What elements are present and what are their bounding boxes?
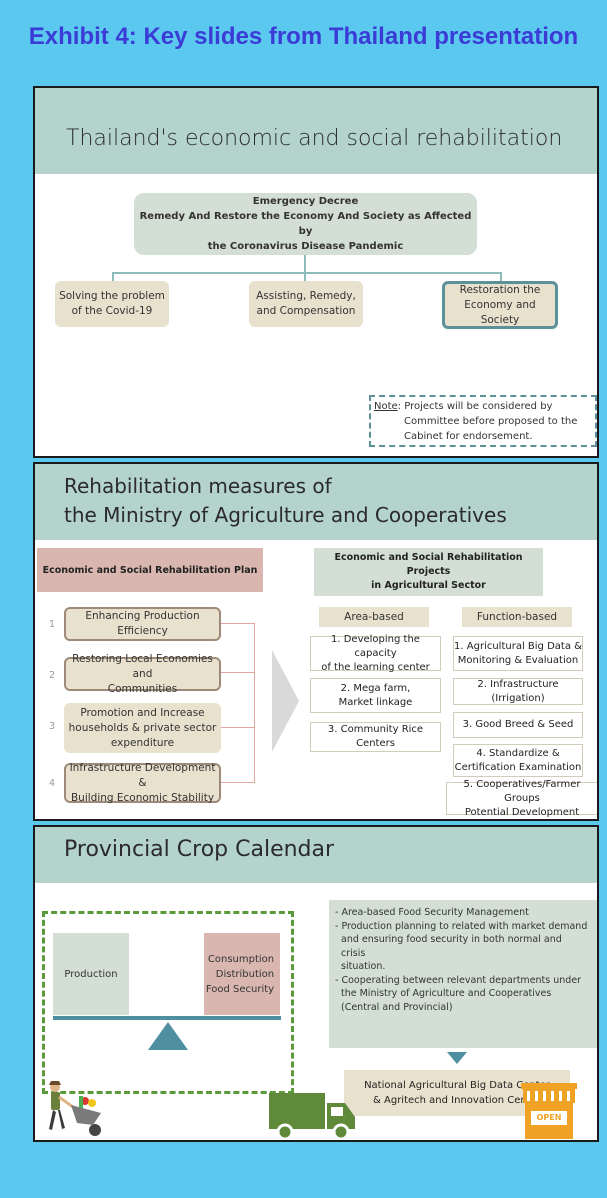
bracket-line [221,623,255,783]
projects-title: Economic and Social Rehabilitation Proje… [314,548,543,596]
production-box: Production [53,933,129,1015]
plan-number: 2 [49,670,56,681]
pillar-assisting-remedy: Assisting, Remedy,and Compensation [249,281,363,327]
food-security-panel: - Area-based Food Security Management - … [329,900,597,1048]
farmer-wheelbarrow-icon [49,1081,101,1136]
function-project: 4. Standardize &Certification Examinatio… [453,744,583,777]
area-project: 2. Mega farm,Market linkage [310,678,441,713]
area-based-heading: Area-based [319,607,429,627]
slide-title: Thailand's economic and social rehabilit… [35,88,597,174]
slide-title: Provincial Crop Calendar [35,827,597,883]
plan-title: Economic and Social Rehabilitation Plan [37,548,263,592]
note-box: Note: Projects will be considered by Com… [369,395,597,447]
connector-line [304,255,306,273]
bracket-line [221,672,255,673]
connector-line [304,272,306,282]
down-arrow-icon [447,1052,467,1064]
area-project: 3. Community Rice Centers [310,722,441,752]
slide-rehabilitation-measures: Rehabilitation measures of the Ministry … [33,462,599,821]
slide-title: Rehabilitation measures of the Ministry … [35,464,597,540]
function-project: 3. Good Breed & Seed [453,712,583,738]
function-project: 1. Agricultural Big Data &Monitoring & E… [453,636,583,671]
plan-number: 4 [49,778,56,789]
slide-provincial-crop-calendar: Provincial Crop Calendar Production Cons… [33,825,599,1142]
balance-frame [42,911,294,1094]
function-project: 2. Infrastructure (Irrigation) [453,678,583,705]
shop-sign: OPEN [536,1113,562,1122]
function-based-heading: Function-based [462,607,572,627]
emergency-decree-box: Emergency Decree Remedy And Restore the … [134,193,477,255]
plan-number: 1 [49,619,56,630]
connector-line [500,272,502,282]
balance-beam [53,1016,281,1020]
slide-economic-social-rehabilitation: Thailand's economic and social rehabilit… [33,86,599,458]
bracket-line [221,727,255,728]
plan-item: Infrastructure Development &Building Eco… [64,762,221,804]
balance-fulcrum [148,1022,188,1050]
chevron-arrow [272,650,299,752]
shop-icon: OPEN [519,1081,579,1139]
truck-icon [269,1093,355,1140]
connector-line [112,272,114,282]
plan-number: 3 [49,721,56,732]
exhibit-title: Exhibit 4: Key slides from Thailand pres… [28,23,579,50]
connector-line [112,272,502,274]
